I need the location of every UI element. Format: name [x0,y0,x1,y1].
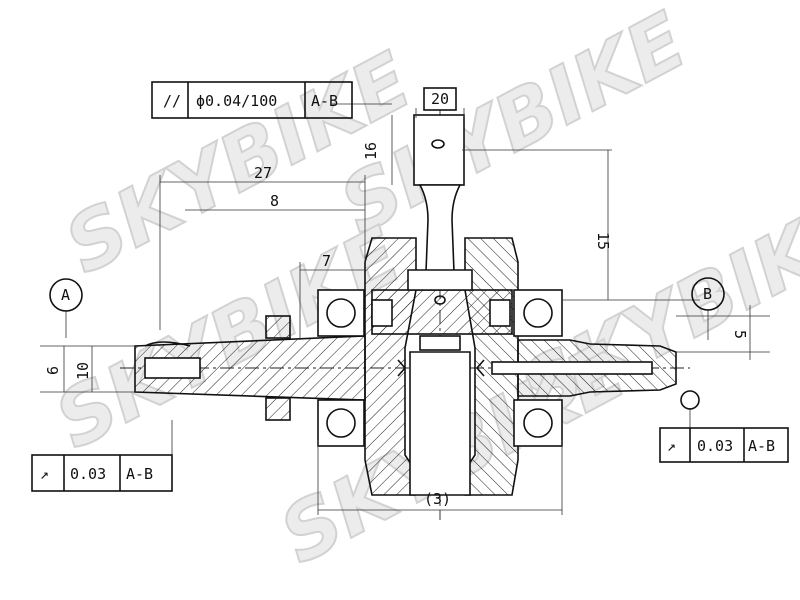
datum-a-circle [49,278,83,312]
crank-pin [371,289,513,335]
center-cavity [409,351,471,496]
left-bearing-lower [317,399,365,447]
left-oil-tip [397,359,407,377]
left-key-upper [265,315,291,339]
dim-20-label: 20 [431,90,449,108]
small-end-oil-hole [431,139,445,149]
small-end-eye [413,114,465,186]
dim-5-label: 5 [731,330,749,339]
right-shaft-bore [491,361,653,375]
crank-pin-washer-right [489,299,511,327]
crank-pin-oil-hole [434,295,446,305]
dim-27-label: 27 [254,164,272,182]
left-tolerance-frame: ↗ 0.03 A-B [31,454,173,492]
left-bearing-lower-ball [326,408,356,438]
center-plug [419,335,461,351]
right-tol-box [659,427,789,463]
dimension-lines [40,103,770,515]
top-tol-value: ϕ0.04/100 [196,92,277,110]
dim-16-label: 16 [362,142,380,160]
datum-b-circle [691,277,725,311]
left-tol-value: 0.03 [70,465,106,483]
dim-7-label: 7 [322,252,331,270]
dim-15-label: 15 [594,232,612,250]
right-tol-symbol: ↗ [667,437,676,455]
left-key-lower [265,397,291,421]
datum-a-label: A [61,286,70,304]
right-bearing-lower-ball [523,408,553,438]
dim-8-label: 8 [270,192,279,210]
top-tol-datum: A-B [311,92,338,110]
left-shaft-keyway [144,357,201,379]
dim-6-label: 6 [44,366,62,375]
right-oil-tip [475,359,485,377]
right-bearing-lower [513,399,563,447]
dim20-box [423,87,457,111]
right-tolerance-frame: ↗ 0.03 A-B [659,427,789,463]
crank-pin-washer-left [371,299,393,327]
datum-b-label: B [703,285,712,303]
big-end [407,269,473,291]
right-bearings [513,289,563,447]
top-tolerance-frame: // ϕ0.04/100 A-B [151,81,353,119]
left-tol-symbol: ↗ [40,465,49,483]
left-shaft [134,315,366,421]
left-shaft-end-arc [144,341,191,347]
dimension-labels: 20 16 27 8 15 7 5 6 10 (3) [44,87,749,508]
dim-3-label: (3) [424,490,451,508]
top-tol-symbol: // [163,92,181,110]
left-bearings [317,289,365,447]
dim-10-label: 10 [74,362,92,380]
left-tol-box [31,454,173,492]
left-bearing-upper [317,289,365,337]
right-tol-marker [680,390,700,410]
right-bearing-upper-ball [523,298,553,328]
right-shaft [491,339,677,397]
left-bearing-upper-ball [326,298,356,328]
top-tol-box [151,81,353,119]
right-tol-datum: A-B [748,437,775,455]
right-tol-value: 0.03 [697,437,733,455]
rod-shank [418,184,462,273]
right-bearing-upper [513,289,563,337]
left-tol-datum: A-B [126,465,153,483]
